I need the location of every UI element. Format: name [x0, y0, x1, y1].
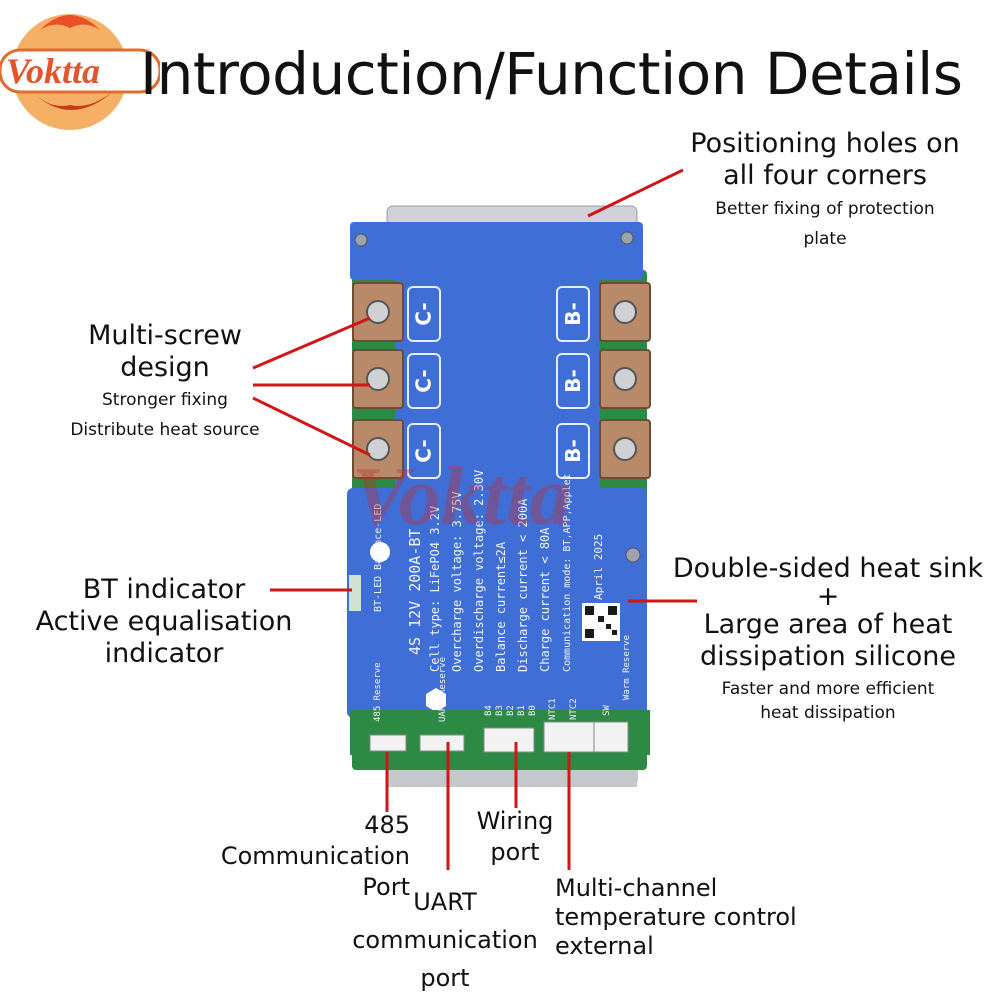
callout-uart-line3: port: [420, 964, 470, 992]
callout-uart-line2: communication: [352, 926, 538, 954]
callout-bt-title2: Active equalisation: [35, 606, 293, 637]
callout-temperature: Multi-channel temperature control extern…: [555, 874, 815, 961]
callout-heatsink-title: Double-sided heat sink: [672, 553, 984, 584]
callout-bt-title: BT indicator: [82, 574, 246, 605]
callout-bt-indicator: BT indicator Active equalisation indicat…: [30, 574, 298, 670]
callout-heatsink: Double-sided heat sink + Large area of h…: [668, 553, 988, 725]
page-title: Introduction/Function Details: [140, 40, 963, 108]
callout-wiring-line2: port: [490, 838, 540, 866]
callout-temp-line1: Multi-channel: [555, 874, 718, 902]
terminal-label-b2: B-: [556, 353, 590, 409]
callout-multiscrew: Multi-screw design Stronger fixing Distr…: [60, 320, 270, 445]
callout-uart: UART communication port: [340, 883, 550, 997]
callout-positioning-title: Positioning holes on: [690, 128, 960, 159]
callout-heatsink-title3: Large area of heat: [703, 609, 953, 640]
callout-heatsink-plus: +: [816, 581, 840, 612]
terminal-label-c1: C-: [407, 286, 441, 342]
callout-wiring: Wiring port: [465, 806, 565, 868]
callout-multiscrew-sub: Stronger fixing: [102, 390, 228, 410]
callout-temp-line2: temperature control: [555, 903, 797, 931]
callout-positioning-sub: Better fixing of protection: [715, 199, 935, 219]
terminal-label-b1: B-: [556, 286, 590, 342]
callout-wiring-line1: Wiring: [476, 807, 554, 835]
callout-heatsink-sub2: heat dissipation: [760, 703, 896, 723]
brand-logo-text: Voktta: [6, 51, 101, 91]
callout-485-line2: Communication: [220, 842, 410, 870]
callout-heatsink-sub: Faster and more efficient: [721, 679, 935, 699]
callout-485-line1: 485: [364, 811, 410, 839]
callout-positioning-sub2: plate: [803, 229, 847, 249]
terminal-label-c2: C-: [407, 353, 441, 409]
callout-multiscrew-sub2: Distribute heat source: [70, 420, 260, 440]
brand-logo: Voktta: [0, 0, 162, 140]
callout-multiscrew-title: Multi-screw: [88, 320, 242, 351]
terminal-label-b3: B-: [556, 423, 590, 479]
callout-uart-line1: UART: [413, 888, 477, 916]
callout-temp-line3: external: [555, 932, 654, 960]
terminal-label-c3: C-: [407, 423, 441, 479]
callout-heatsink-title4: dissipation silicone: [700, 641, 956, 672]
callout-485-line3: Port: [362, 873, 410, 901]
callout-485: 485 Communication Port: [200, 810, 410, 903]
callout-positioning-title2: all four corners: [723, 160, 927, 191]
callout-multiscrew-title2: design: [120, 352, 210, 383]
watermark: Voktta: [352, 450, 572, 543]
callout-bt-title3: indicator: [104, 638, 224, 669]
callout-positioning: Positioning holes on all four corners Be…: [680, 128, 970, 254]
